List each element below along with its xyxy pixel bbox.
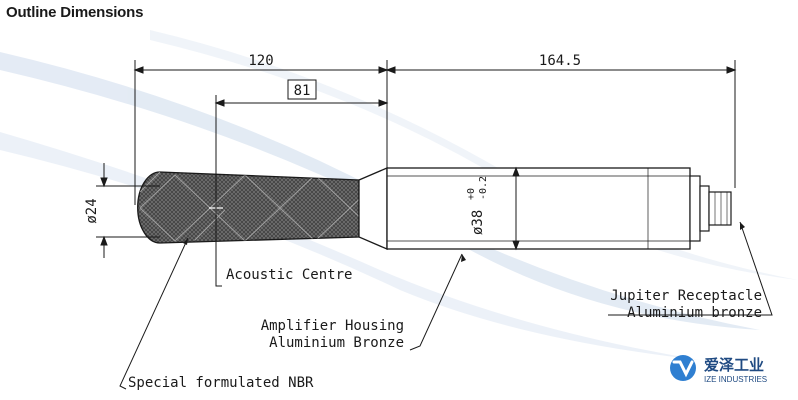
- callout-amplifier-line2: Aluminium Bronze: [269, 335, 404, 351]
- company-logo: 爱泽工业 IZE INDUSTRIES: [670, 355, 767, 384]
- dim-81: 81: [294, 83, 311, 99]
- callout-acoustic-centre: Acoustic Centre: [226, 267, 352, 283]
- callout-jupiter-line2: Aluminium bronze: [627, 305, 762, 321]
- dim-tol-lower: -0.2: [478, 176, 489, 200]
- basic-dimension-box: [287, 79, 317, 100]
- dim-164-5: 164.5: [539, 53, 581, 69]
- callout-leaders: [119, 221, 773, 390]
- dim-120: 120: [248, 53, 273, 69]
- dim-dia-24: ø24: [84, 198, 100, 223]
- dim-tol-upper: +0: [466, 188, 477, 200]
- jupiter-receptacle: [689, 175, 732, 242]
- callout-jupiter-line1: Jupiter Receptacle: [610, 288, 762, 304]
- dim-dia-38: ø38: [470, 210, 486, 235]
- neck-cone: [358, 167, 388, 250]
- dimension-lines: [96, 60, 737, 286]
- callout-amplifier-line1: Amplifier Housing: [261, 318, 404, 334]
- amplifier-housing: [386, 167, 691, 250]
- callout-nbr: Special formulated NBR: [128, 375, 314, 391]
- nbr-nose: [137, 171, 360, 244]
- leader-arrowheads: [183, 222, 745, 262]
- page-title: Outline Dimensions: [6, 4, 144, 21]
- logo-chinese: 爱泽工业: [704, 356, 764, 374]
- logo-english: IZE INDUSTRIES: [704, 375, 767, 384]
